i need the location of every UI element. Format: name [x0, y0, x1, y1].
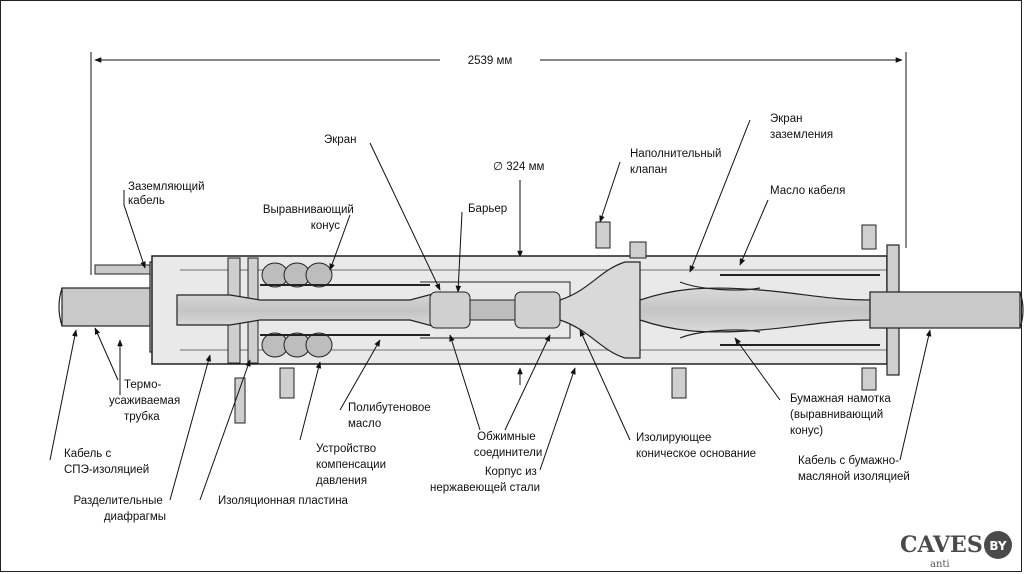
label-insulating-cone-base: Изолирующее коническое основание	[636, 432, 756, 460]
label-steel-housing: Корпус из нержавеющей стали	[430, 466, 540, 494]
watermark-sub: anti	[930, 559, 950, 570]
pressure-bellows	[261, 262, 333, 358]
label-insulation-plate: Изоляционная пластина	[218, 495, 349, 507]
label-screen: Экран	[324, 134, 356, 146]
label-xlpe-cable: Кабель с СПЭ-изоляцией	[64, 448, 149, 476]
label-paper-winding: Бумажная намотка (выравнивающий конус)	[790, 393, 894, 437]
label-filling-valve: Наполнительный клапан	[630, 148, 725, 176]
label-polybutene-oil: Полибутеновое масло	[348, 402, 434, 430]
filling-valves	[234, 221, 877, 424]
watermark-logo: CAVES BY anti	[900, 531, 1012, 570]
label-leveling-cone: Выравнивающий конус	[263, 204, 357, 232]
label-paper-oil-cable: Кабель с бумажно- масляной изоляцией	[798, 455, 910, 483]
label-ground-screen: Экран заземления	[770, 113, 833, 141]
leader-lines	[49, 119, 932, 501]
label-crimp-connectors: Обжимные соединители	[474, 431, 543, 459]
label-shrink-tube: Термо- усаживаемая трубка	[109, 379, 183, 423]
label-barrier: Барьер	[468, 203, 507, 215]
diameter-value: ∅ 324 мм	[493, 161, 545, 173]
length-value: 2539 мм	[468, 55, 513, 67]
diameter-dimension: ∅ 324 мм	[493, 161, 545, 385]
label-cable-oil: Масло кабеля	[770, 185, 845, 197]
watermark-main: CAVES	[900, 532, 983, 558]
label-diaphragms: Разделительные диафрагмы	[73, 495, 166, 523]
label-pressure-comp: Устройство компенсации давления	[316, 443, 389, 487]
labels: Заземляющий кабель Выравнивающий конус Э…	[64, 113, 910, 523]
label-ground-cable: Заземляющий кабель	[128, 181, 208, 207]
joint-body	[58, 221, 1024, 424]
length-dimension: 2539 мм	[90, 52, 907, 275]
watermark-badge: BY	[989, 539, 1006, 553]
